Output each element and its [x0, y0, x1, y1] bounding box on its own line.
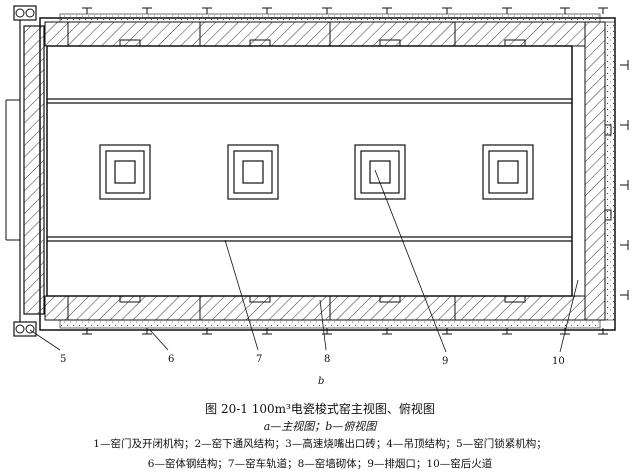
burner-brackets — [119, 39, 526, 303]
callout-9: 9 — [442, 356, 448, 367]
rear-wall-insulation — [604, 21, 616, 321]
steel-posts-bottom — [82, 328, 608, 335]
bottom-insulation-strip — [59, 319, 601, 329]
rear-flue-channel — [571, 45, 586, 297]
door-lock-bottom-wheel-1 — [15, 324, 25, 334]
top-wall-masonry — [44, 21, 586, 47]
figure-legend-line-2: 6—窑体钢结构；7—窑车轨道；8—窑墙砌体；9—排烟口；10—窑后火道 — [147, 458, 493, 470]
kiln-chamber — [46, 45, 573, 297]
callout-6: 6 — [168, 354, 174, 365]
callout-8: 8 — [324, 354, 330, 365]
kiln-door — [23, 25, 45, 315]
exhaust-port-1 — [99, 144, 151, 200]
rear-wall-masonry — [584, 21, 606, 321]
door-lock-bottom — [13, 321, 37, 337]
view-label: b — [318, 376, 324, 387]
figure-subtitle: a—主视图；b—俯视图 — [263, 420, 377, 433]
steel-posts-right — [620, 60, 629, 300]
callout-7: 7 — [256, 354, 262, 365]
callout-10: 10 — [552, 356, 565, 367]
exhaust-port-4 — [482, 144, 534, 200]
callout-5: 5 — [60, 354, 66, 365]
door-lock-top — [13, 5, 37, 21]
top-wall-divisions — [67, 22, 456, 320]
door-lock-top-wheel-1 — [15, 8, 25, 18]
exhaust-port-2 — [227, 144, 279, 200]
steel-posts-top — [82, 7, 608, 14]
door-lock-top-wheel-2 — [25, 8, 35, 18]
figure-title: 图 20-1 100m³电瓷梭式窑主视图、俯视图 — [205, 402, 435, 416]
bottom-wall-masonry — [44, 295, 586, 321]
figure-legend-line-1: 1—窑门及开闭机构；2—窑下通风结构；3—高速烧嘴出口砖；4—吊顶结构；5—窑门… — [93, 438, 547, 450]
leader-lines — [29, 169, 579, 353]
top-insulation-strip — [59, 13, 601, 23]
door-lock-bottom-wheel-2 — [25, 324, 35, 334]
rear-flue-notches — [605, 124, 612, 221]
